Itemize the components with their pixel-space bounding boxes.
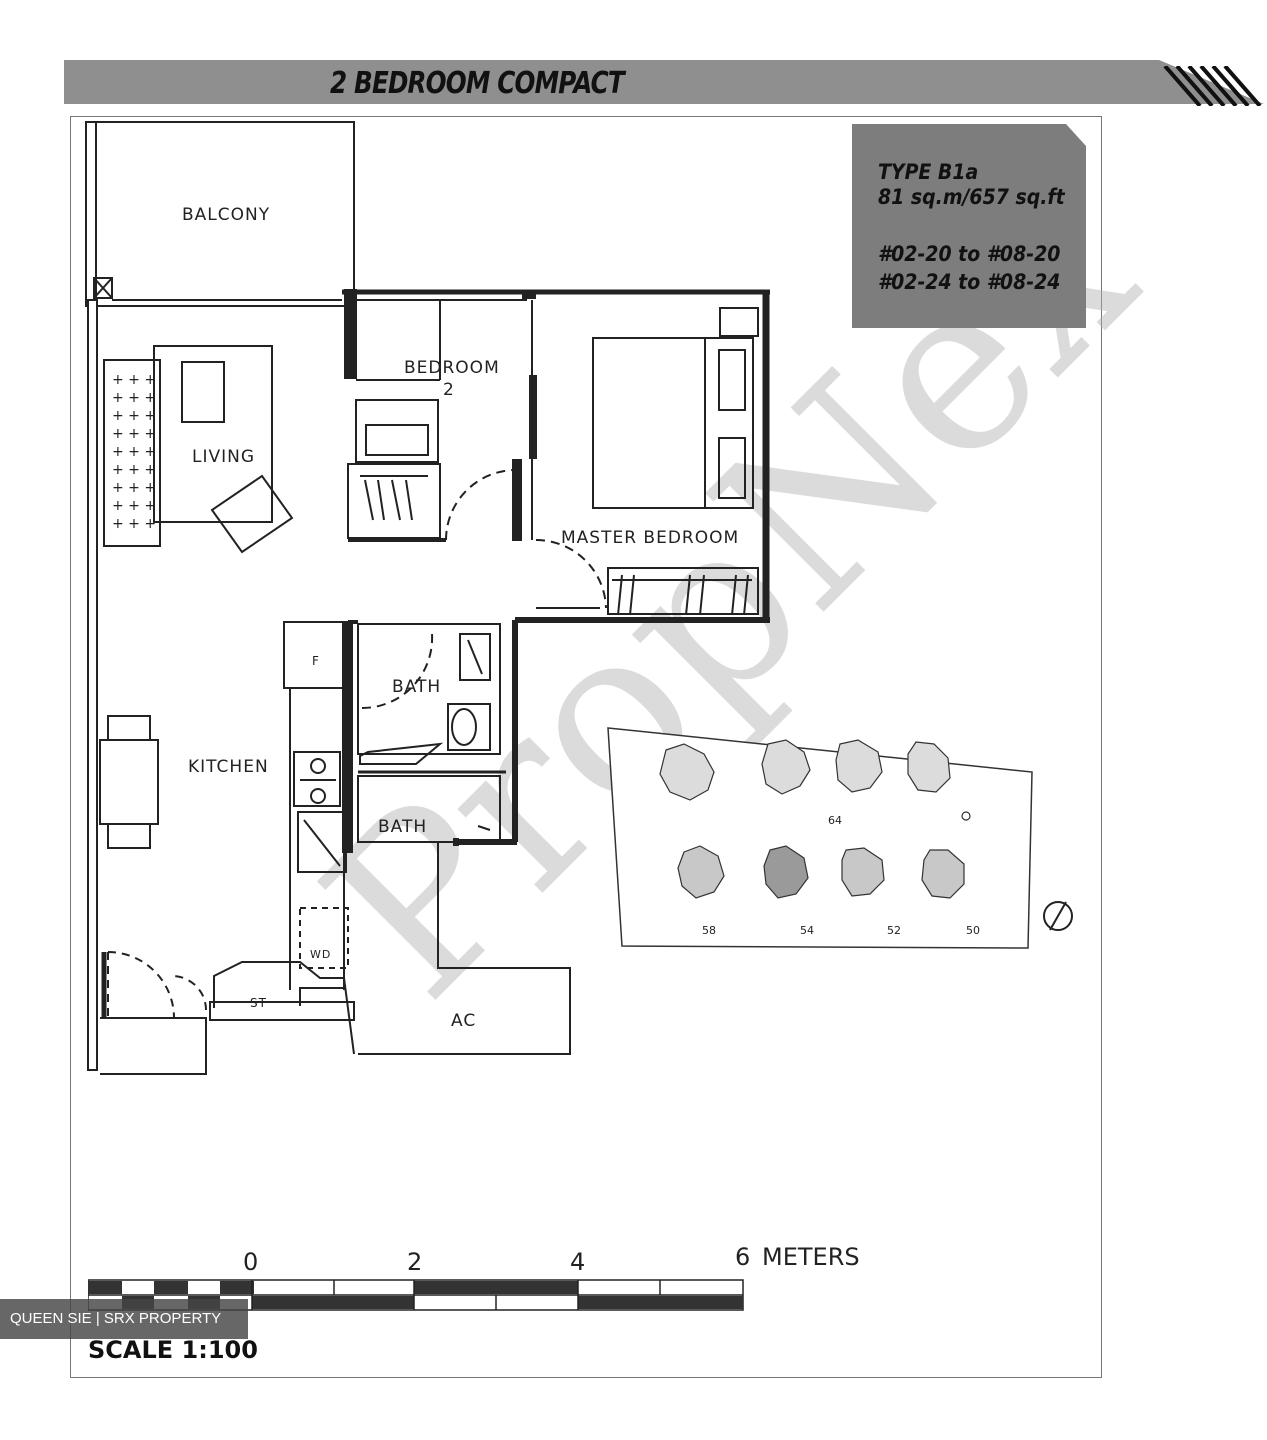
scale-label: SCALE 1:100 xyxy=(88,1336,258,1364)
label-fridge: F xyxy=(312,654,320,668)
page-title: 2 BEDROOM COMPACT xyxy=(330,66,625,101)
unit-area: 81 sq.m/657 sq.ft xyxy=(878,185,1065,209)
scale-unit: METERS xyxy=(762,1243,860,1271)
unit-range-b: #02-24 to #08-24 xyxy=(878,270,1061,294)
label-store: ST xyxy=(250,996,267,1010)
scale-tick-4: 4 xyxy=(570,1248,586,1276)
site-block-label: 52 xyxy=(887,924,901,937)
site-block-label: 50 xyxy=(966,924,980,937)
unit-type: TYPE B1a xyxy=(878,160,979,184)
label-bedroom-2: BEDROOM xyxy=(404,358,500,378)
svg-text:+ + +: + + + xyxy=(112,408,156,424)
label-bath: BATH xyxy=(392,677,442,697)
svg-text:+ + +: + + + xyxy=(112,516,156,532)
site-block-label: 58 xyxy=(702,924,716,937)
header-stripes-decoration xyxy=(1163,66,1262,106)
plan-frame xyxy=(70,116,1102,1378)
svg-text:+ + +: + + + xyxy=(112,480,156,496)
label-balcony: BALCONY xyxy=(182,205,271,225)
svg-text:+ + +: + + + xyxy=(112,444,156,460)
header-band xyxy=(64,60,1264,104)
label-living: LIVING xyxy=(192,447,256,467)
site-key-plan: 58 54 52 50 64 xyxy=(607,727,1073,949)
unit-info-box: TYPE B1a 81 sq.m/657 sq.ft #02-20 to #08… xyxy=(852,124,1086,328)
svg-text:+ + +: + + + xyxy=(112,498,156,514)
label-ac-ledge: AC xyxy=(451,1011,477,1031)
svg-text:+ + +: + + + xyxy=(112,390,156,406)
photo-credit: QUEEN SIE | SRX PROPERTY xyxy=(0,1299,248,1339)
label-kitchen: KITCHEN xyxy=(188,757,269,777)
scale-bar-graphic xyxy=(88,1279,744,1311)
scale-tick-2: 2 xyxy=(407,1248,423,1276)
scale-tick-6: 6 xyxy=(735,1243,751,1271)
svg-text:+ + +: + + + xyxy=(112,462,156,478)
site-block-label: 64 xyxy=(828,814,842,827)
label-bath-2: BATH xyxy=(378,817,428,837)
label-bedroom-2-number: 2 xyxy=(443,380,455,400)
svg-text:+ + +: + + + xyxy=(112,372,156,388)
scale-tick-0: 0 xyxy=(243,1248,259,1276)
label-master-bedroom: MASTER BEDROOM xyxy=(561,528,740,548)
svg-text:+ + +: + + + xyxy=(112,426,156,442)
unit-range-a: #02-20 to #08-20 xyxy=(878,242,1061,266)
label-washer-dryer: WD xyxy=(310,948,332,961)
site-block-label: 54 xyxy=(800,924,814,937)
